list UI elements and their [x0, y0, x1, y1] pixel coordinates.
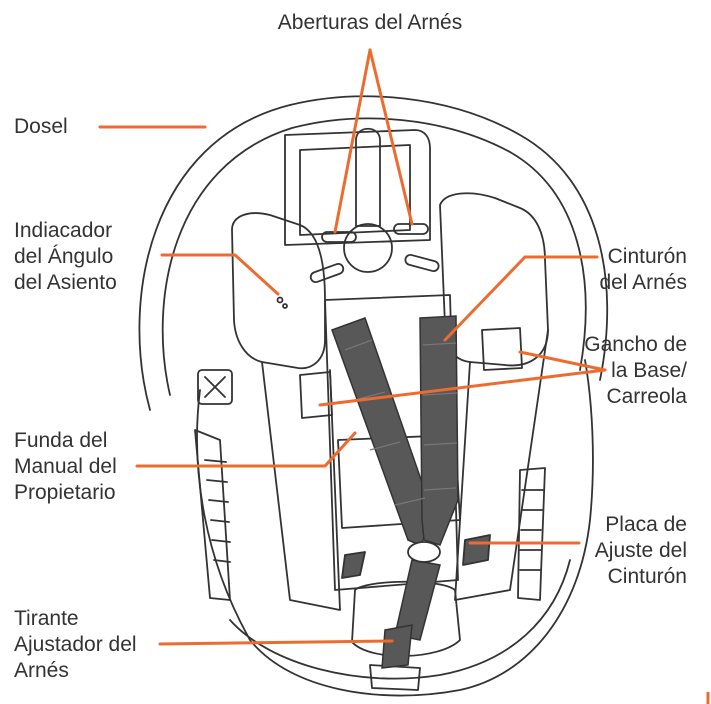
- harness-strap-right: [420, 316, 458, 545]
- label-owners-manual-sleeve: Funda del Manual del Propietario: [14, 428, 117, 506]
- label-canopy: Dosel: [14, 114, 68, 140]
- label-belt-adjust-plate: Placa de Ajuste del Cinturón: [595, 512, 687, 590]
- callout-line-harness-slots-right: [370, 50, 412, 224]
- belt-adjust-plate: [463, 535, 490, 565]
- headrest-pad: [300, 145, 410, 235]
- harness-straps: [332, 316, 458, 668]
- label-harness-adjuster-strap: Tirante Ajustador del Arnés: [14, 606, 137, 684]
- callout-line-harness-belt: [445, 257, 597, 340]
- label-harness-belt: Cinturón del Arnés: [599, 244, 687, 296]
- headrest-adjuster-stem: [356, 129, 380, 226]
- callout-line-seat-angle: [162, 255, 278, 294]
- harness-slot-lower-left: [309, 262, 344, 283]
- buckle: [408, 542, 440, 562]
- callout-line-manual-sleeve: [137, 433, 355, 466]
- callout-line-harness-slots-left: [335, 50, 370, 232]
- side-rail-left: [195, 430, 230, 600]
- label-base-stroller-hook: Gancho de la Base/ Carreola: [584, 332, 687, 410]
- label-seat-angle-indicator: Indiacador del Ángulo del Asiento: [14, 218, 117, 296]
- label-harness-slots: Aberturas del Arnés: [252, 10, 488, 36]
- harness-slot-lower-right: [404, 254, 439, 272]
- callout-line-adjuster-strap: [160, 641, 392, 644]
- adjuster-strap: [382, 625, 412, 668]
- harness-slot-right: [394, 224, 428, 234]
- side-rail-right: [518, 468, 545, 600]
- harness-strap-left: [332, 318, 435, 545]
- side-wing-left: [232, 213, 325, 368]
